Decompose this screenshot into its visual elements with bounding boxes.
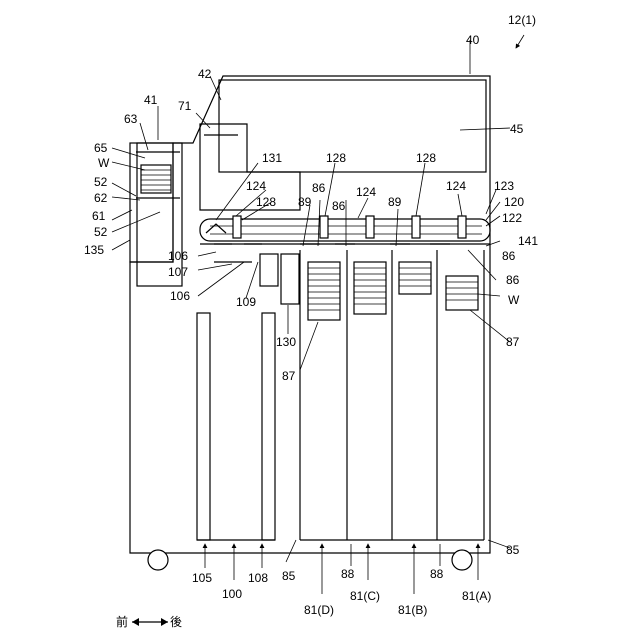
label-85-b: 85: [282, 569, 296, 583]
label-63: 63: [124, 112, 138, 126]
wafer-stack-B: [399, 262, 431, 294]
label-130: 130: [276, 335, 296, 349]
column-100-right: [262, 313, 275, 540]
wafer-stack-C: [354, 262, 386, 314]
label-107: 107: [168, 265, 188, 279]
label-86-d: 86: [506, 273, 520, 287]
block-130: [281, 254, 299, 304]
label-109: 109: [236, 295, 256, 309]
transport-rail-120: [200, 219, 490, 241]
direction-back-label: 後: [170, 615, 182, 629]
wafer-stack-A: [446, 276, 478, 310]
label-81D: 81(D): [304, 603, 334, 617]
label-123: 123: [494, 179, 514, 193]
label-141: 141: [518, 234, 538, 248]
label-108: 108: [248, 571, 268, 585]
label-131: 131: [262, 151, 282, 165]
label-106-a: 106: [168, 249, 188, 263]
label-87-a: 87: [506, 335, 520, 349]
carrier-5: [458, 216, 466, 238]
label-105: 105: [192, 571, 212, 585]
label-89-b: 89: [388, 195, 402, 209]
reference-labels: 12(1) 40 42 41 71 63 65 W 45 131 128 128…: [84, 13, 538, 629]
label-86-c: 86: [502, 249, 516, 263]
label-W-right: W: [508, 293, 520, 307]
front-wheel: [148, 550, 168, 570]
label-81C: 81(C): [350, 589, 380, 603]
rear-wheel: [452, 550, 472, 570]
carrier-4: [412, 216, 420, 238]
label-52-b: 52: [94, 225, 108, 239]
label-86-a: 86: [312, 181, 326, 195]
label-61: 61: [92, 209, 106, 223]
label-86-b: 86: [332, 199, 346, 213]
label-42: 42: [198, 67, 212, 81]
label-128-a: 128: [326, 151, 346, 165]
label-128-b: 128: [416, 151, 436, 165]
label-128-c: 128: [256, 195, 276, 209]
label-52-a: 52: [94, 175, 108, 189]
direction-front-label: 前: [116, 614, 128, 629]
label-71: 71: [178, 99, 192, 113]
housing-outline: [130, 76, 490, 553]
upper-chamber-45: [219, 80, 486, 172]
label-87-b: 87: [282, 369, 296, 383]
label-124-c: 124: [446, 179, 466, 193]
label-88-b: 88: [430, 567, 444, 581]
label-45: 45: [510, 122, 524, 136]
label-100: 100: [222, 587, 242, 601]
label-120: 120: [504, 195, 524, 209]
label-81B: 81(B): [398, 603, 427, 617]
label-89-a: 89: [298, 195, 312, 209]
column-100-left: [197, 313, 210, 540]
label-81A: 81(A): [462, 589, 491, 603]
label-12: 12(1): [508, 13, 536, 27]
label-122: 122: [502, 211, 522, 225]
label-135: 135: [84, 243, 104, 257]
label-124-a: 124: [246, 179, 266, 193]
label-88-a: 88: [341, 567, 355, 581]
block-109: [260, 254, 278, 286]
label-124-b: 124: [356, 185, 376, 199]
wafer-stack-D: [308, 262, 340, 320]
label-85-a: 85: [506, 543, 520, 557]
unit-71: [200, 124, 300, 210]
label-65: 65: [94, 141, 108, 155]
label-62: 62: [94, 191, 108, 205]
carrier-2: [320, 216, 328, 238]
label-W-top: W: [98, 156, 110, 170]
label-41: 41: [144, 93, 158, 107]
transfer-arm-131: [206, 224, 226, 233]
label-40: 40: [466, 33, 480, 47]
label-106-b: 106: [170, 289, 190, 303]
carrier-3: [366, 216, 374, 238]
direction-indicator: [132, 618, 168, 626]
carrier-1: [233, 216, 241, 238]
